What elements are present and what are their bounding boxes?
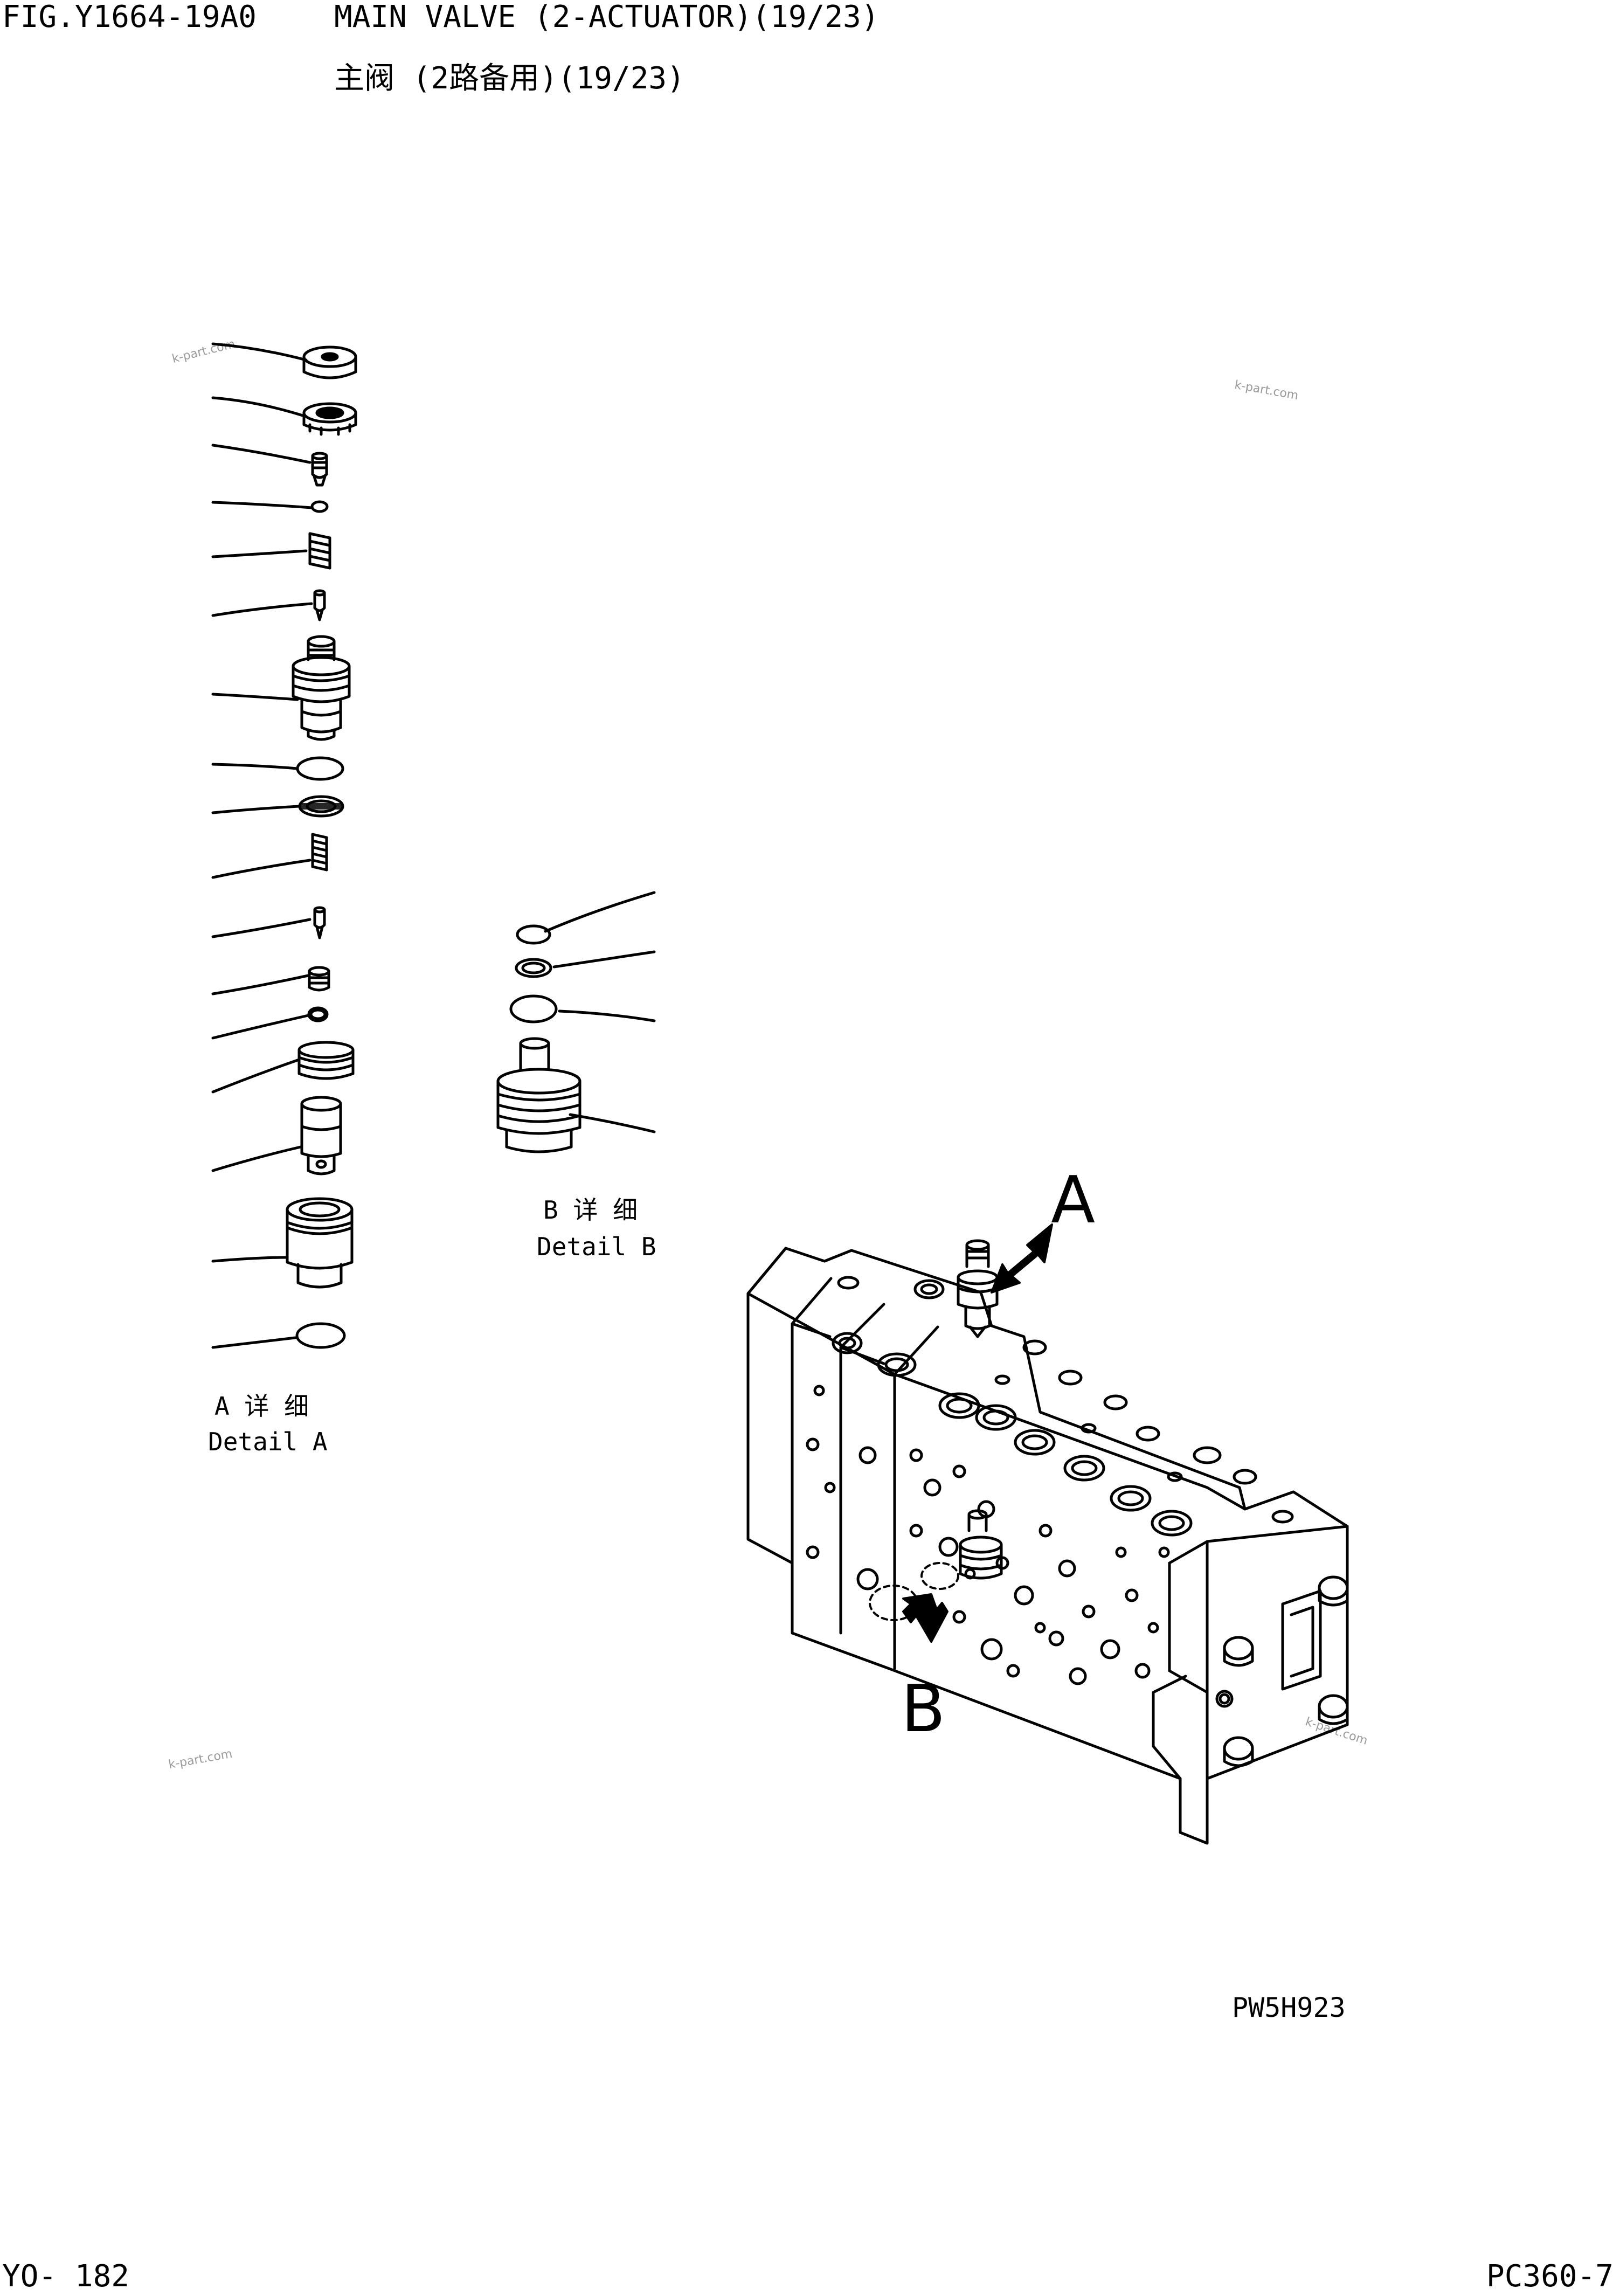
poppet-part bbox=[313, 589, 326, 621]
detail-a-parts bbox=[286, 345, 357, 1349]
drawing-code: PW5H923 bbox=[1232, 1992, 1346, 2023]
figure-title-chinese: 主阀 (2路备用)(19/23) bbox=[334, 61, 685, 96]
lock-nut-part bbox=[302, 402, 357, 436]
seat-part bbox=[308, 966, 330, 992]
o-ring-part bbox=[509, 994, 558, 1023]
plug-nut-part bbox=[286, 1197, 354, 1289]
o-ring-part bbox=[296, 756, 344, 781]
detail-a-label-chinese: A 详 细 bbox=[214, 1392, 309, 1421]
cap-nut-part bbox=[302, 345, 357, 379]
page-number: YO- 182 bbox=[2, 2259, 130, 2294]
o-ring-part bbox=[295, 1322, 346, 1349]
arrow-to-detail-b bbox=[902, 1593, 949, 1643]
backup-ring-part bbox=[298, 795, 344, 818]
plug-part bbox=[496, 1037, 581, 1153]
main-valve-assembly bbox=[746, 1239, 1349, 1845]
detail-a-label-english: Detail A bbox=[208, 1427, 328, 1456]
front-face-ports bbox=[806, 1385, 1234, 1708]
detail-b-label-english: Detail B bbox=[537, 1232, 656, 1261]
callout-b: B bbox=[901, 1672, 946, 1747]
detail-b-parts bbox=[496, 924, 581, 1153]
installed-valve-b bbox=[959, 1509, 1003, 1580]
end-bolts bbox=[1223, 1575, 1349, 1767]
arrow-to-detail-a bbox=[991, 1223, 1053, 1294]
piston-part bbox=[300, 1096, 342, 1175]
detail-a-leader-lines bbox=[211, 342, 313, 1349]
pilot-poppet-part bbox=[313, 906, 326, 939]
figure-title-english: MAIN VALVE (2-ACTUATOR)(19/23) bbox=[334, 0, 880, 34]
detail-b-location-marker bbox=[920, 1562, 959, 1590]
top-ports bbox=[832, 1276, 1294, 1537]
backup-ring-part bbox=[515, 958, 552, 978]
detail-b-label-chinese: B 详 细 bbox=[543, 1195, 638, 1225]
machine-model: PC360-7 bbox=[1486, 2259, 1614, 2294]
relief-valve-body-part bbox=[292, 635, 351, 741]
callout-a: A bbox=[1051, 1163, 1096, 1238]
adjust-screw-part bbox=[311, 452, 328, 487]
figure-number: FIG.Y1664-19A0 bbox=[2, 0, 257, 34]
small-o-ring-part bbox=[307, 1006, 329, 1022]
detail-b-leader-lines bbox=[544, 891, 656, 1133]
small-o-ring-part bbox=[310, 500, 329, 513]
small-spring-part bbox=[311, 833, 328, 872]
spring-part bbox=[308, 532, 331, 570]
main-spring-part bbox=[297, 1041, 355, 1080]
o-ring-part bbox=[516, 924, 551, 945]
